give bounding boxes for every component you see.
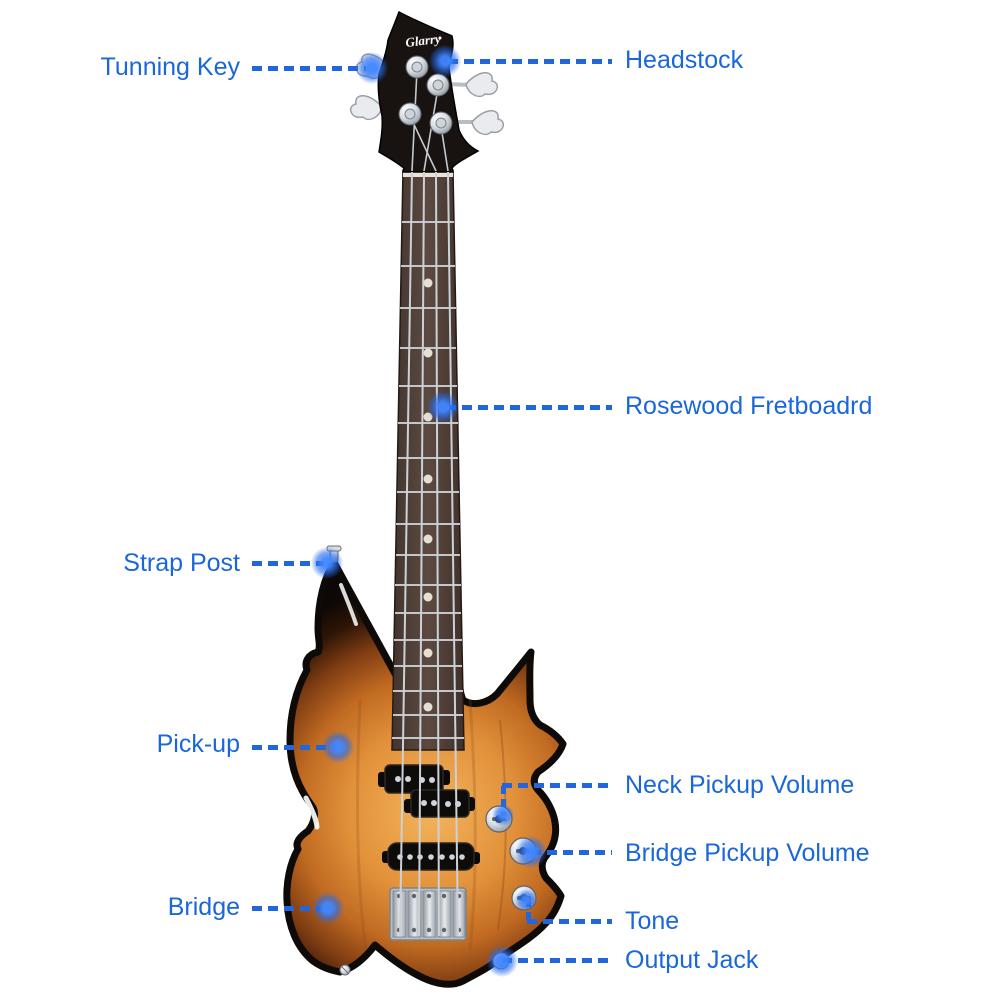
body-glint-right bbox=[541, 698, 555, 728]
label-output-jack: Output Jack bbox=[625, 946, 759, 974]
label-pick-up: Pick-up bbox=[156, 730, 240, 758]
label-strap-post: Strap Post bbox=[123, 549, 240, 577]
body-glint-waist bbox=[303, 795, 320, 830]
label-neck-pickup-volume: Neck Pickup Volume bbox=[625, 771, 855, 799]
glow-dot-headstock bbox=[429, 45, 461, 77]
leader-line-tunning-key bbox=[252, 66, 366, 71]
label-headstock: Headstock bbox=[625, 46, 744, 74]
leader-line-neck-pickup-volume-elbow bbox=[501, 786, 506, 816]
label-rosewood-fretboard: Rosewood Fretboadrd bbox=[625, 392, 873, 420]
body-glint-horn bbox=[339, 583, 358, 626]
nut bbox=[403, 170, 453, 177]
tuning-key-wing bbox=[471, 110, 505, 136]
glarry-logo: Glarry bbox=[405, 31, 442, 50]
glow-dot-pick-up bbox=[322, 731, 354, 763]
neck-pickup bbox=[378, 764, 475, 818]
glow-dot-rosewood-fretboard bbox=[427, 391, 459, 423]
leader-line-pick-up bbox=[252, 745, 336, 750]
string-3 bbox=[435, 171, 440, 937]
tuning-key-wing bbox=[349, 95, 383, 121]
leader-line-strap-post bbox=[252, 561, 324, 566]
leader-line-headstock bbox=[448, 59, 612, 64]
strings bbox=[399, 171, 459, 937]
glow-dot-tunning-key bbox=[356, 52, 388, 84]
glow-dot-bridge-pickup-volume bbox=[515, 836, 547, 868]
string-1 bbox=[399, 171, 413, 937]
label-tunning-key: Tunning Key bbox=[100, 53, 240, 81]
headstock-shape: Glarry bbox=[349, 10, 505, 173]
leader-line-bridge-pickup-volume bbox=[531, 850, 612, 855]
leader-line-bridge bbox=[252, 906, 324, 911]
label-tone: Tone bbox=[625, 907, 680, 935]
strap-button-bottom bbox=[339, 964, 351, 976]
rosewood-fretboard bbox=[391, 169, 465, 751]
leader-line-output-jack bbox=[502, 958, 612, 963]
bridge-hardware bbox=[389, 887, 467, 941]
leader-line-tone bbox=[527, 919, 612, 924]
tuning-key-wing bbox=[465, 72, 499, 98]
glow-dot-tone bbox=[515, 889, 537, 911]
glow-dot-neck-pickup-volume bbox=[492, 804, 514, 826]
leader-line-neck-pickup-volume bbox=[502, 783, 612, 788]
glow-dot-output-jack bbox=[486, 945, 518, 977]
label-bridge: Bridge bbox=[167, 893, 240, 921]
string-4 bbox=[447, 171, 459, 937]
fret-marker-dots bbox=[423, 278, 433, 712]
bridge-pickup bbox=[382, 842, 480, 871]
glow-dot-bridge bbox=[312, 892, 344, 924]
label-bridge-pickup-volume: Bridge Pickup Volume bbox=[625, 839, 870, 867]
leader-line-rosewood-fretboard bbox=[446, 405, 612, 410]
string-2 bbox=[418, 171, 425, 937]
glow-dot-strap-post bbox=[311, 547, 343, 579]
